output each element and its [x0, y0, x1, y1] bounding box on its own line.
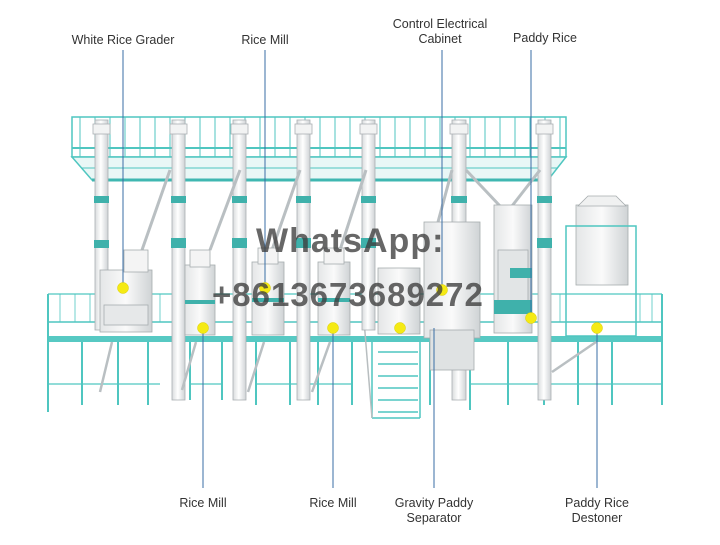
- marker-white-rice-grader: [117, 282, 129, 294]
- label-gravity-separator-line1: Gravity Paddy: [394, 496, 474, 510]
- callout-lines: [122, 50, 598, 488]
- label-white-rice-grader: White Rice Grader: [71, 33, 175, 47]
- label-rice-mill-bottom-left: Rice Mill: [179, 496, 227, 510]
- upper-platform: [70, 116, 568, 182]
- watermark-phone: +8613673689272: [212, 276, 484, 313]
- chutes: [140, 168, 542, 251]
- elevator-bands: [94, 196, 552, 248]
- marker-destoner: [591, 322, 603, 334]
- label-gravity-separator: Gravity Paddy Separator: [374, 496, 494, 526]
- component-markers: [117, 282, 603, 334]
- machine-accents: [185, 268, 532, 314]
- label-destoner: Paddy Rice Destoner: [547, 496, 647, 526]
- label-control-cabinet-line2: Cabinet: [418, 32, 462, 46]
- marker-control-cabinet: [436, 284, 448, 296]
- label-destoner-line1: Paddy Rice: [565, 496, 629, 510]
- marker-gravity-separator: [394, 322, 406, 334]
- label-control-cabinet: Control Electrical Cabinet: [370, 17, 510, 47]
- label-paddy-rice: Paddy Rice: [513, 31, 577, 45]
- label-gravity-separator-line2: Separator: [406, 511, 462, 525]
- marker-rice-mill-mid: [327, 322, 339, 334]
- marker-rice-mill-left: [197, 322, 209, 334]
- label-rice-mill-bottom-mid: Rice Mill: [309, 496, 357, 510]
- label-control-cabinet-line1: Control Electrical: [392, 17, 488, 31]
- hopper-outlets: [98, 340, 597, 393]
- label-rice-mill-top: Rice Mill: [241, 33, 289, 47]
- marker-rice-mill-top: [259, 282, 271, 294]
- marker-paddy-rice: [525, 312, 537, 324]
- watermark-whatsapp: WhatsApp:: [256, 222, 445, 260]
- label-destoner-line2: Destoner: [571, 511, 623, 525]
